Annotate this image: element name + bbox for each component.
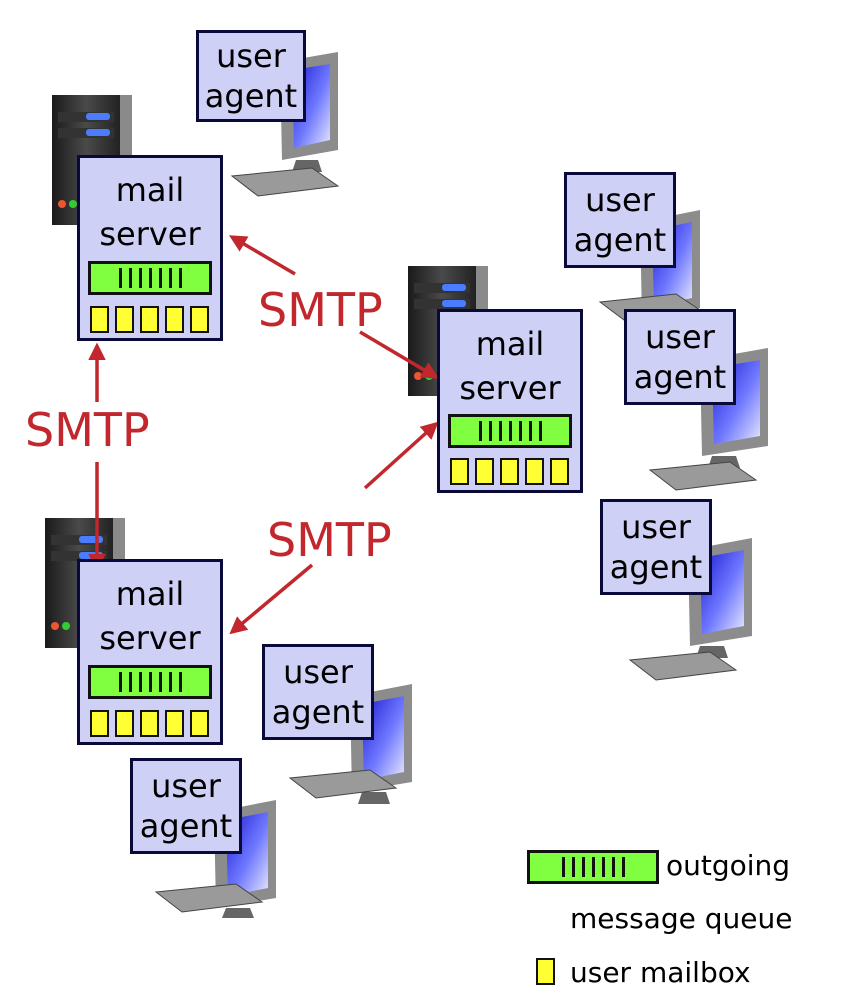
smtp-arrow-bottom — [229, 563, 314, 635]
smtp-label-left: SMTP — [25, 403, 150, 457]
legend-mailbox-label: user mailbox — [570, 956, 751, 989]
outgoing-message-queue — [88, 665, 212, 699]
smtp-arrow-bottom — [363, 421, 439, 490]
outgoing-message-queue — [88, 261, 212, 295]
legend-queue-icon — [527, 850, 659, 884]
legend-mailbox-icon — [536, 958, 555, 985]
smtp-arrow-top — [359, 330, 440, 379]
legend-queue-label-line2: message queue — [570, 902, 793, 935]
smtp-arrow-top — [228, 235, 296, 276]
smtp-label-bottom: SMTP — [267, 513, 392, 567]
user-mailboxes — [90, 306, 209, 333]
smtp-label-top: SMTP — [258, 283, 383, 337]
legend-queue-label-line1: outgoing — [666, 849, 791, 882]
user-mailboxes — [450, 458, 569, 485]
outgoing-message-queue — [448, 414, 572, 448]
user-mailboxes — [90, 710, 209, 737]
